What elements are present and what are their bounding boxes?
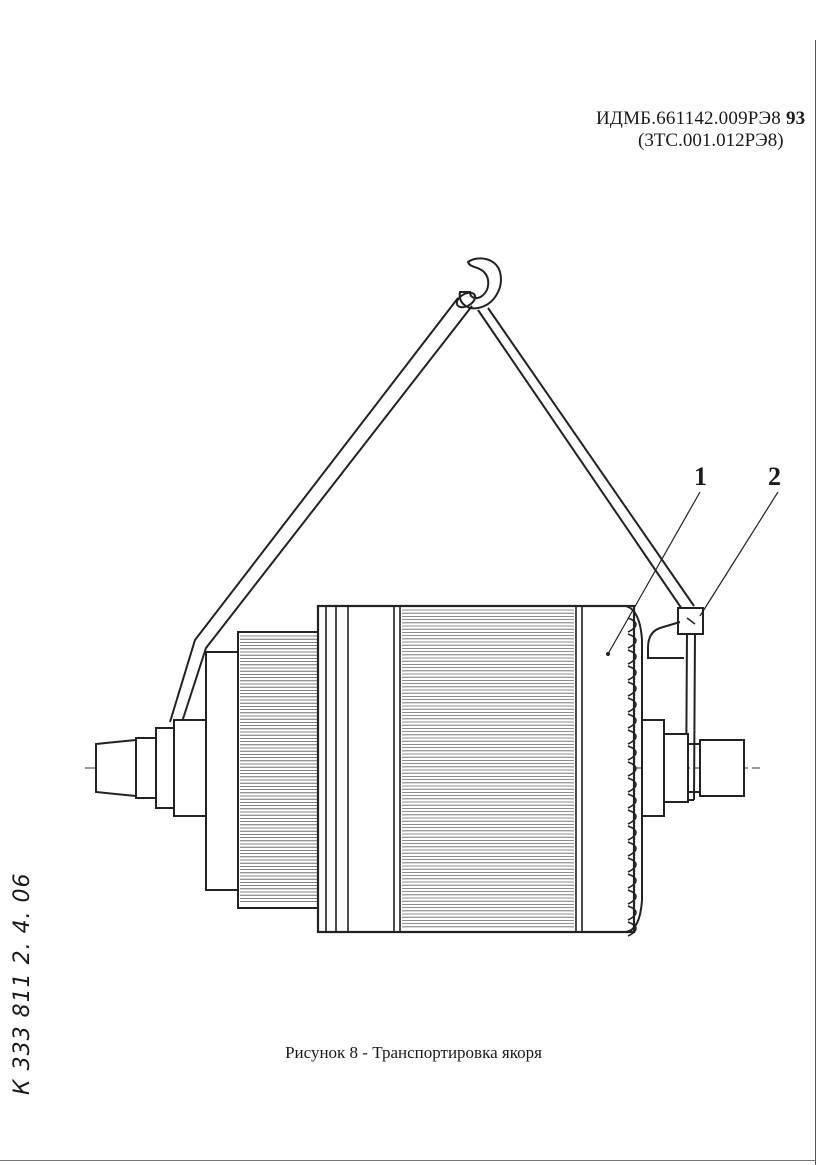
figure-caption: Рисунок 8 - Транспортировка якоря — [285, 1043, 542, 1062]
document-code-alt: (3ТС.001.012РЭ8) — [638, 130, 784, 151]
winding-scallop — [627, 873, 637, 889]
sling-left — [169, 297, 473, 723]
winding-scallop — [627, 761, 637, 777]
winding-scallop — [627, 681, 637, 697]
winding-scallop — [627, 665, 637, 681]
winding-scallop — [627, 857, 637, 873]
winding-scallop — [627, 889, 637, 905]
winding-scallop — [627, 697, 637, 713]
left-shaft-end — [95, 651, 239, 891]
sling-right — [477, 307, 696, 801]
winding-scallop — [627, 841, 637, 857]
sling-eye — [455, 291, 477, 309]
winding-scallops — [627, 617, 637, 937]
winding-scallop — [627, 777, 637, 793]
callout-2-leader — [699, 491, 779, 617]
callout-1-leader — [607, 491, 701, 655]
page-border-right — [815, 40, 816, 1165]
core-bands — [325, 606, 583, 932]
winding-scallop — [627, 617, 637, 633]
clamp-bolt — [686, 617, 696, 625]
margin-handwritten-note: К 333 811 2. 4. 06 — [10, 872, 35, 1095]
winding-scallop — [627, 745, 637, 761]
winding-scallop — [627, 809, 637, 825]
document-code: ИДМБ.661142.009РЭ8 93 — [596, 108, 805, 130]
winding-scallop — [627, 921, 637, 937]
page-border-bottom — [0, 1160, 815, 1161]
winding-scallop — [627, 793, 637, 809]
core-lamination-hatching — [402, 609, 574, 928]
winding-scallop — [627, 905, 637, 921]
winding-scallop — [627, 633, 637, 649]
right-shaft-end — [641, 719, 745, 817]
back-core-hatching — [240, 635, 318, 902]
callout-2-label: 2 — [768, 462, 781, 491]
winding-scallop — [627, 729, 637, 745]
clamp-strap — [647, 621, 684, 659]
crane-hook — [458, 257, 502, 310]
winding-scallop — [627, 825, 637, 841]
winding-scallop — [627, 649, 637, 665]
document-code-text: ИДМБ.661142.009РЭ8 — [596, 108, 781, 129]
winding-scallop — [627, 713, 637, 729]
callout-1-label: 1 — [694, 462, 707, 491]
page-number: 93 — [785, 108, 806, 129]
